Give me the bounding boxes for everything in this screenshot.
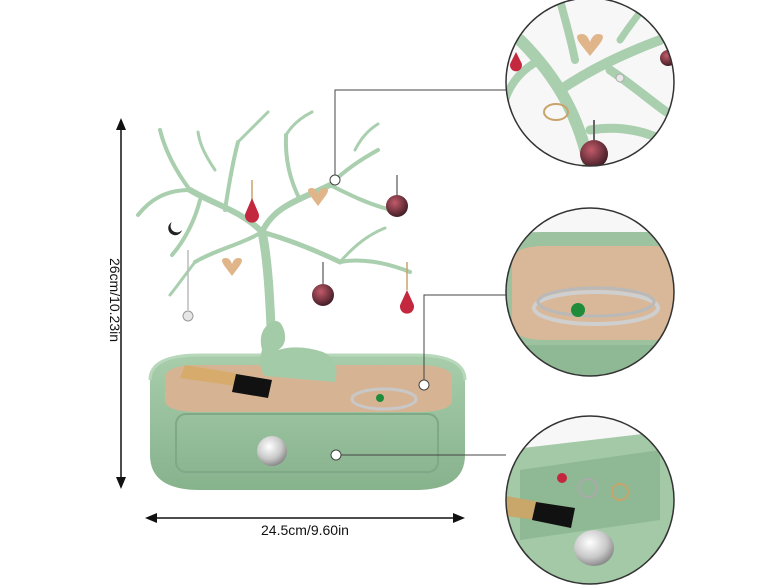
detail-circle-branches xyxy=(505,0,675,167)
ring xyxy=(350,387,418,411)
antler-tree xyxy=(136,110,412,355)
lipstick xyxy=(180,365,272,398)
height-label: 26cm/10.23in xyxy=(107,258,123,342)
earrings xyxy=(168,180,415,322)
drawer xyxy=(175,413,439,473)
width-dimension: 24.5cm/9.60in xyxy=(145,513,465,538)
width-label: 24.5cm/9.60in xyxy=(261,522,349,538)
height-dimension: 26cm/10.23in xyxy=(107,118,126,489)
detail-circle-ring-tray xyxy=(505,207,675,377)
drawer-knob xyxy=(257,436,287,466)
jewelry-stand xyxy=(136,110,467,490)
detail-circle-open-drawer xyxy=(505,415,675,585)
callout-lines xyxy=(329,89,506,461)
pendants xyxy=(222,175,408,306)
deer-figurine xyxy=(260,321,337,382)
